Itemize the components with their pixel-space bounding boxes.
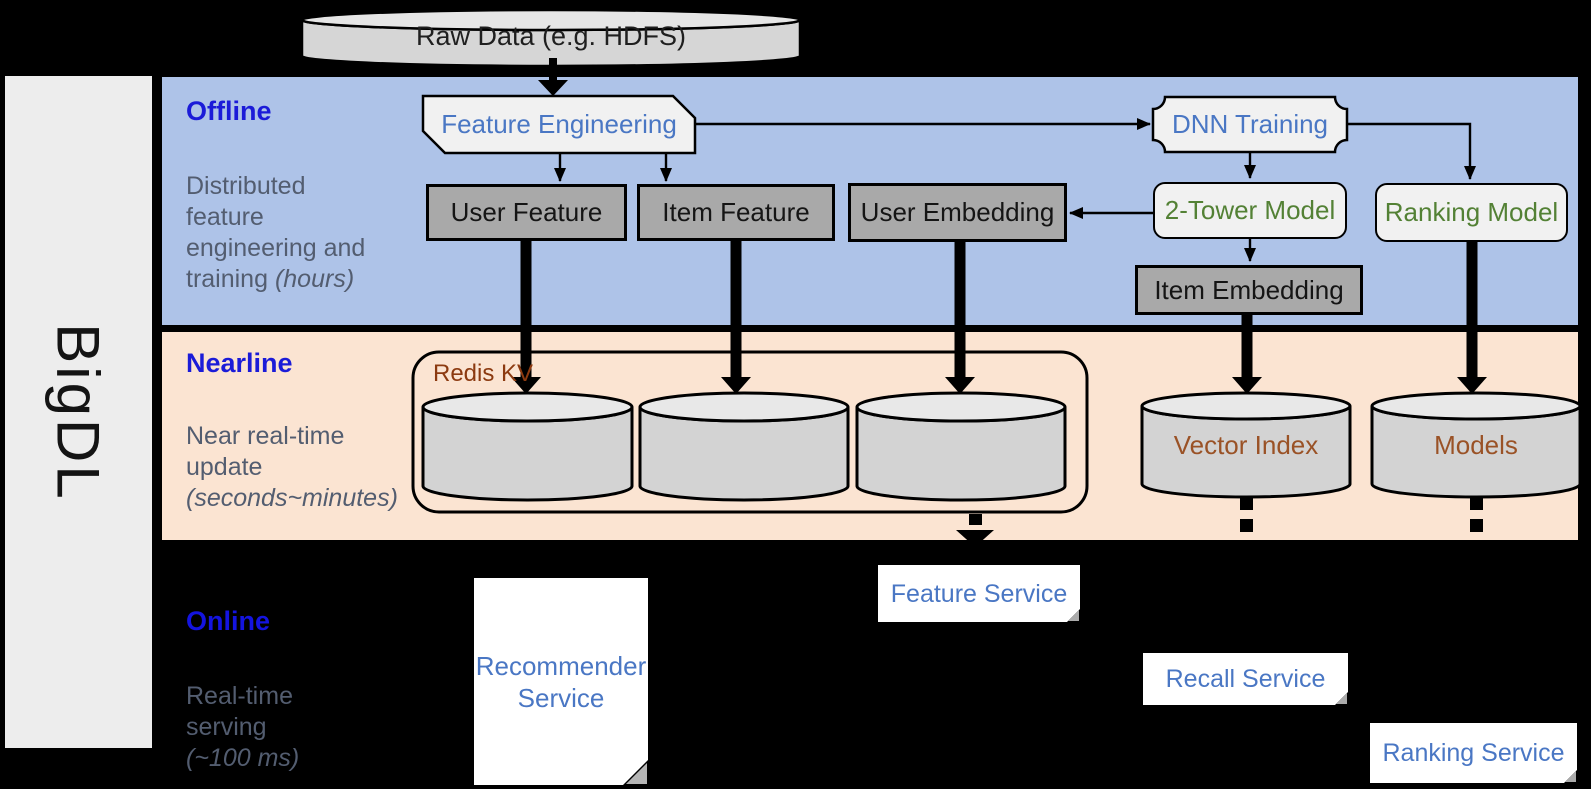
recommender-service-card: Recommender Service [474, 578, 649, 786]
bigdl-sidebar: BigDL [5, 76, 152, 748]
item-feature-node: Item Feature [637, 184, 835, 241]
nearline-section-desc: Near real-time update (seconds~minutes) [186, 390, 398, 545]
nearline-desc-text: Near real-time update [186, 422, 345, 481]
online-section-label: Online [186, 606, 271, 636]
thick-pipeline-heads [511, 377, 1487, 394]
offline-section-label: Offline [186, 96, 272, 126]
raw-data-label: Raw Data (e.g. HDFS) [415, 20, 687, 51]
dashed-drop-models-to-ranking-service [1470, 497, 1483, 532]
feature-service-card: Feature Service [878, 565, 1081, 623]
dashed-drop-redis-to-feature-service [956, 514, 994, 547]
nearline-desc-time: (seconds~minutes) [186, 484, 398, 512]
models-cylinder [1370, 391, 1582, 499]
nearline-section-label: Nearline [186, 348, 293, 378]
models-label: Models [1434, 429, 1518, 460]
feature-engineering-shape [421, 94, 697, 155]
offline-section-desc: Distributed feature engineering and trai… [186, 140, 365, 326]
dnn-training-shape [1151, 95, 1349, 154]
ranking-service-card: Ranking Service [1370, 723, 1578, 784]
offline-desc-time: (hours) [274, 265, 355, 293]
vector-index-cylinder [1140, 391, 1352, 499]
raw-data-cylinder [300, 8, 802, 68]
arrow-dnn-to-ranking-model [1347, 122, 1476, 180]
two-tower-model-node: 2-Tower Model [1153, 182, 1347, 239]
online-desc-text: Real-time serving [186, 682, 293, 741]
recall-service-card: Recall Service [1143, 653, 1349, 706]
online-desc-time: (~100 ms) [186, 744, 300, 772]
kv-cylinder-2 [638, 391, 850, 502]
feature-engineering-node: Feature Engineering [441, 109, 677, 139]
thin-arrows [554, 118, 1476, 262]
offline-desc-last-line: training (hours) [186, 264, 365, 295]
user-embedding-node: User Embedding [848, 183, 1067, 242]
kv-cylinder-1 [421, 391, 634, 502]
offline-desc-text: Distributed feature engineering and [186, 172, 366, 262]
offline-desc-tail: training [186, 265, 275, 293]
dashed-drop-vector-index-to-recall-service [1240, 497, 1253, 532]
ranking-model-node: Ranking Model [1375, 183, 1568, 242]
thick-pipelines [520, 241, 1478, 377]
redis-kv-label: Redis KV [433, 360, 534, 387]
online-section-desc: Real-time serving (~100 ms) [186, 650, 299, 789]
redis-kv-container [411, 350, 1089, 514]
arrow-rawdata-to-feature-engineering [538, 58, 568, 96]
user-feature-node: User Feature [426, 184, 627, 241]
item-embedding-node: Item Embedding [1135, 265, 1363, 315]
kv-cylinder-3 [855, 391, 1067, 502]
vector-index-label: Vector Index [1173, 429, 1319, 460]
dnn-training-node: DNN Training [1171, 109, 1329, 139]
